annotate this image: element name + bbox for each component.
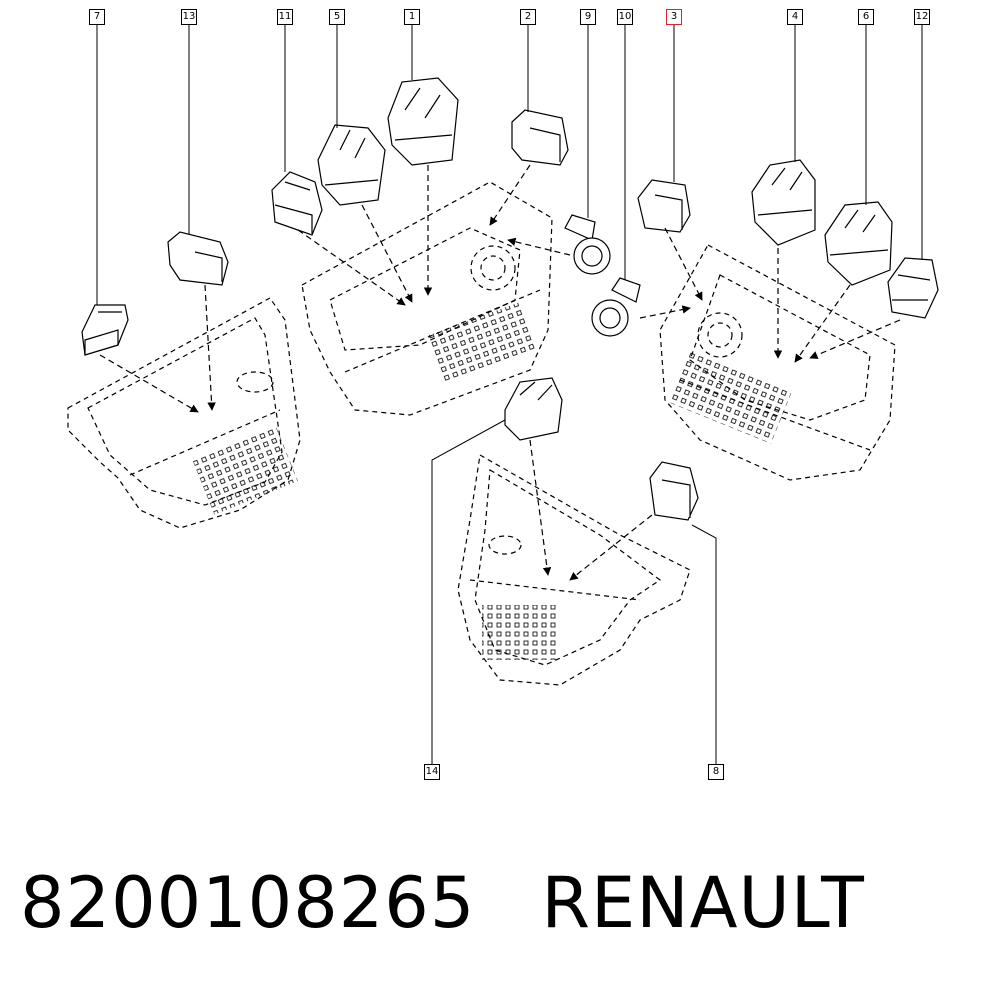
door-panel-front-left bbox=[301, 181, 553, 416]
window-switch-6 bbox=[824, 201, 893, 286]
window-switch-8 bbox=[649, 461, 699, 521]
callout-13: 13 bbox=[181, 9, 197, 25]
window-switch-3 bbox=[637, 179, 691, 233]
mirror-switch-10 bbox=[591, 277, 641, 337]
window-switch-12 bbox=[887, 257, 939, 319]
exploded-view-drawing bbox=[67, 25, 939, 764]
callout-9: 9 bbox=[580, 9, 596, 25]
part-caption: 8200108265 RENAULT bbox=[20, 858, 865, 948]
assembly-arrows bbox=[99, 164, 901, 581]
leader-lines bbox=[96, 25, 923, 764]
window-switch-2 bbox=[511, 109, 569, 166]
callout-5: 5 bbox=[329, 9, 345, 25]
brand-name: RENAULT bbox=[541, 862, 865, 944]
callout-14: 14 bbox=[424, 764, 440, 780]
speaker-grille-right-rear bbox=[482, 605, 557, 660]
callout-2: 2 bbox=[520, 9, 536, 25]
callout-1: 1 bbox=[404, 9, 420, 25]
speaker-grille-left-rear bbox=[192, 425, 298, 515]
callout-8: 8 bbox=[708, 764, 724, 780]
callout-4: 4 bbox=[787, 9, 803, 25]
part-number: 8200108265 bbox=[20, 862, 476, 944]
callout-7: 7 bbox=[89, 9, 105, 25]
callout-11: 11 bbox=[277, 9, 293, 25]
window-switch-1 bbox=[387, 77, 459, 166]
door-panel-right-rear bbox=[457, 454, 691, 686]
callout-10: 10 bbox=[617, 9, 633, 25]
speaker-grille-front-right bbox=[668, 351, 792, 444]
callout-12: 12 bbox=[914, 9, 930, 25]
window-switch-14 bbox=[504, 377, 563, 441]
window-switch-13 bbox=[167, 231, 229, 286]
callout-6: 6 bbox=[858, 9, 874, 25]
window-switch-7 bbox=[81, 304, 129, 356]
callout-3-highlighted: 3 bbox=[666, 9, 682, 25]
speaker-grille-front-left bbox=[425, 302, 537, 384]
mirror-switch-9 bbox=[564, 214, 611, 275]
window-switch-4 bbox=[751, 159, 816, 246]
window-switch-11 bbox=[271, 171, 323, 236]
window-switch-5 bbox=[317, 124, 386, 206]
